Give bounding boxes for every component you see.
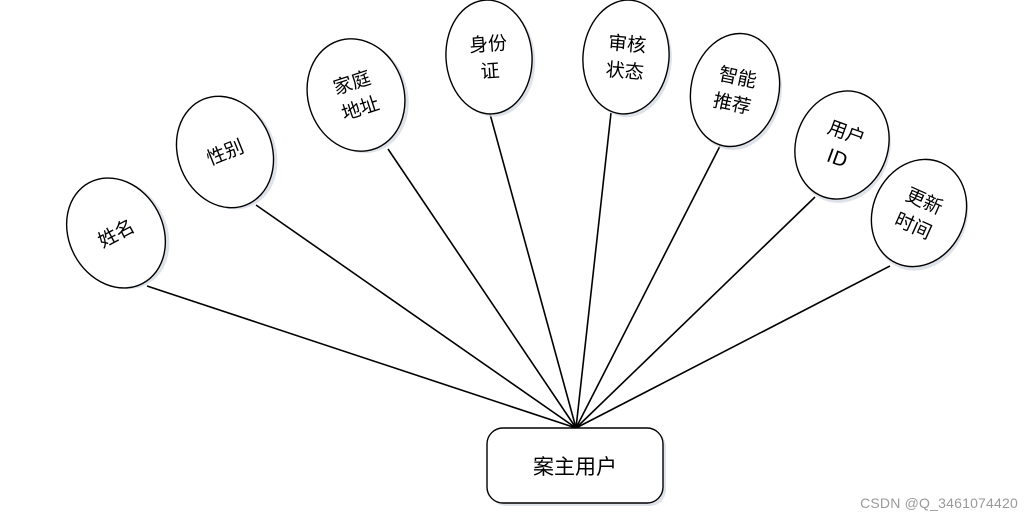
connector-line [489, 113, 577, 429]
attribute-ellipse[interactable] [780, 78, 904, 213]
attribute-node: 身份证 [442, 0, 536, 117]
entity-box[interactable] [486, 427, 664, 504]
connector-line [575, 265, 891, 429]
connector-lines [146, 112, 891, 429]
attribute-ellipse[interactable] [680, 25, 790, 155]
attribute-ellipse[interactable] [578, 0, 674, 118]
attribute-ellipse[interactable] [293, 26, 420, 164]
attribute-ellipse[interactable] [160, 82, 290, 223]
attribute-ellipse[interactable] [855, 144, 984, 282]
connector-line [575, 196, 816, 429]
attribute-label: 身份 [468, 32, 507, 57]
connector-line [146, 285, 577, 429]
attribute-label: 审核 [607, 32, 647, 57]
connector-line [575, 112, 612, 429]
connector-line [575, 145, 721, 429]
entity-label: 案主用户 [533, 455, 617, 479]
attribute-node: 姓名 [48, 161, 185, 306]
connector-line [255, 204, 577, 429]
attribute-group: 姓名性别家庭地址身份证审核状态智能推荐用户ID更新时间 [48, 0, 984, 306]
entity-group: 案主用户 [486, 427, 666, 506]
attribute-ellipse[interactable] [48, 161, 185, 306]
watermark: CSDN @Q_3461074420 [860, 495, 1018, 511]
attribute-node: 性别 [160, 82, 290, 223]
attribute-ellipse[interactable] [442, 0, 536, 117]
attribute-label: 状态 [605, 59, 645, 84]
attribute-label: 证 [480, 60, 501, 83]
connector-line [387, 148, 577, 429]
